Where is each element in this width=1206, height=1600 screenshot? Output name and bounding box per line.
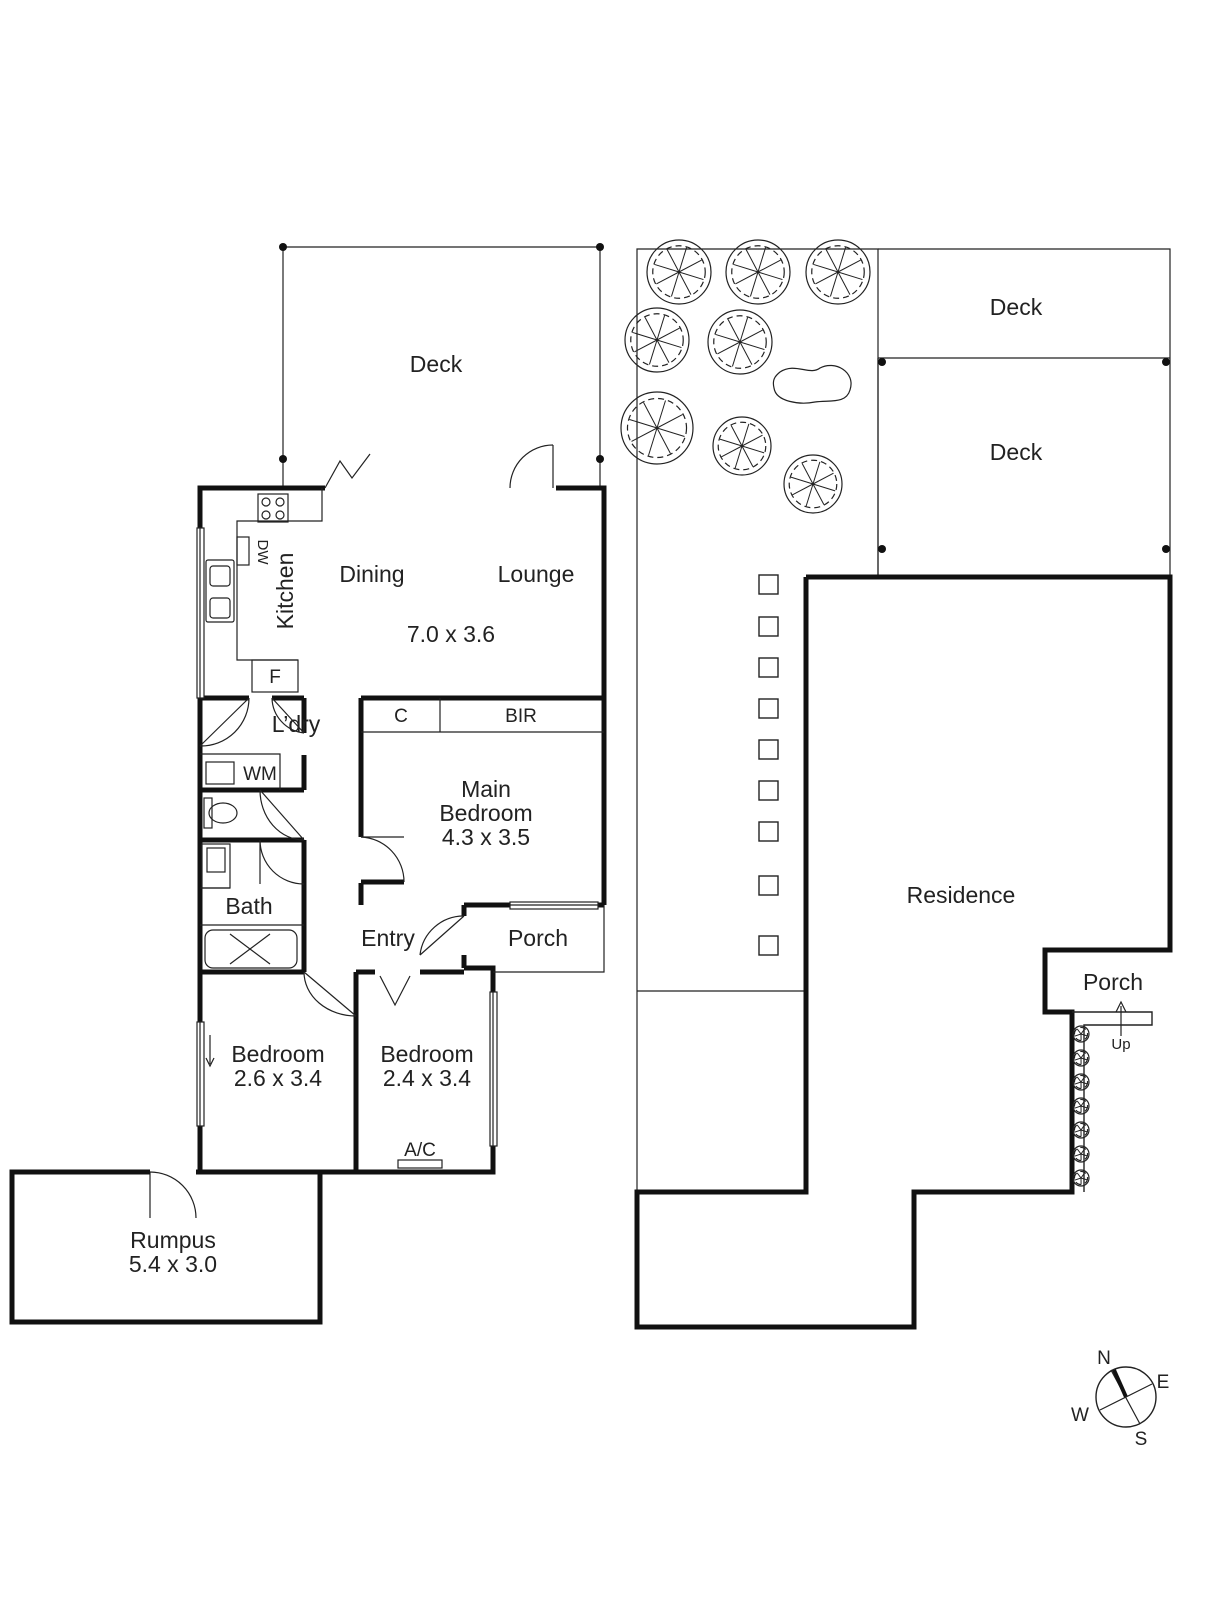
up-label: Up	[1111, 1036, 1130, 1053]
bedroom2-label: Bedroom	[231, 1041, 324, 1067]
dishwasher-icon	[236, 536, 250, 566]
entry-label: Entry	[361, 925, 415, 951]
wm-label: WM	[243, 764, 277, 785]
living-size-label: 7.0 x 3.6	[407, 621, 495, 647]
tree-icon	[707, 309, 773, 375]
right-site-plan: Deck Deck Residence Porch Up	[620, 239, 1173, 1330]
dining-label: Dining	[339, 561, 404, 587]
deck-label: Deck	[410, 351, 463, 377]
porch-label: Porch	[508, 925, 568, 951]
deck-top-label: Deck	[990, 294, 1043, 320]
rumpus-size: 5.4 x 3.0	[129, 1251, 217, 1277]
shrub-icon	[1072, 1049, 1090, 1067]
garden-outline	[636, 248, 879, 1192]
deck-bottom-label: Deck	[990, 439, 1043, 465]
thin-details	[200, 488, 605, 1169]
rumpus-label: Rumpus	[130, 1227, 216, 1253]
rumpus-walls	[9, 1169, 323, 1325]
fridge-label: F	[269, 667, 281, 688]
porch-shrubs	[1072, 1025, 1090, 1187]
shrub-icon	[1072, 1097, 1090, 1115]
kitchen-sink-icon	[205, 559, 235, 623]
lounge-label: Lounge	[498, 561, 575, 587]
tree-icon	[783, 454, 843, 514]
tree-icon	[646, 239, 712, 305]
tree-icon	[805, 239, 871, 305]
porch-steps	[1072, 1000, 1153, 1192]
dw-label: DW	[254, 540, 271, 566]
compass-e: E	[1157, 1372, 1170, 1393]
tree-icon	[624, 307, 690, 373]
stepping-stones	[758, 574, 779, 956]
main-bedroom-size: 4.3 x 3.5	[442, 824, 530, 850]
shrub-icon	[1072, 1073, 1090, 1091]
bedroom3-size: 2.4 x 3.4	[383, 1065, 471, 1091]
laundry-label: L’dry	[272, 711, 321, 737]
bath-label: Bath	[225, 893, 272, 919]
left-floor-plan: Deck Dining Lounge 7.0 x 3.6 Kitchen DW …	[9, 243, 607, 1325]
main-bedroom-label-2: Bedroom	[439, 800, 532, 826]
residence-label: Residence	[907, 882, 1016, 908]
ac-label: A/C	[404, 1140, 436, 1161]
compass-w: W	[1071, 1405, 1089, 1426]
pond-shape	[772, 364, 852, 404]
deck-outline	[279, 243, 604, 488]
doors	[149, 444, 554, 1219]
main-bedroom-label-1: Main	[461, 776, 511, 802]
compass-s: S	[1135, 1429, 1148, 1450]
right-porch-label: Porch	[1083, 969, 1143, 995]
kitchen-label: Kitchen	[272, 553, 298, 630]
bir-label: BIR	[505, 706, 537, 727]
shrub-icon	[1072, 1169, 1090, 1187]
shrub-icon	[1072, 1145, 1090, 1163]
bedroom3-label: Bedroom	[380, 1041, 473, 1067]
bedroom2-size: 2.6 x 3.4	[234, 1065, 322, 1091]
garden-trees	[620, 239, 871, 514]
tree-icon	[620, 391, 694, 465]
residence-outline	[634, 574, 1173, 1330]
tree-icon	[725, 239, 791, 305]
cupboard-label: C	[394, 706, 408, 727]
shrub-icon	[1072, 1121, 1090, 1139]
shrub-icon	[1072, 1025, 1090, 1043]
tree-icon	[712, 416, 772, 476]
cooktop-icon	[257, 493, 289, 523]
compass-n: N	[1097, 1348, 1111, 1369]
right-decks	[877, 248, 1171, 577]
compass-icon: N E S W	[1071, 1348, 1169, 1450]
windows	[196, 527, 599, 1147]
